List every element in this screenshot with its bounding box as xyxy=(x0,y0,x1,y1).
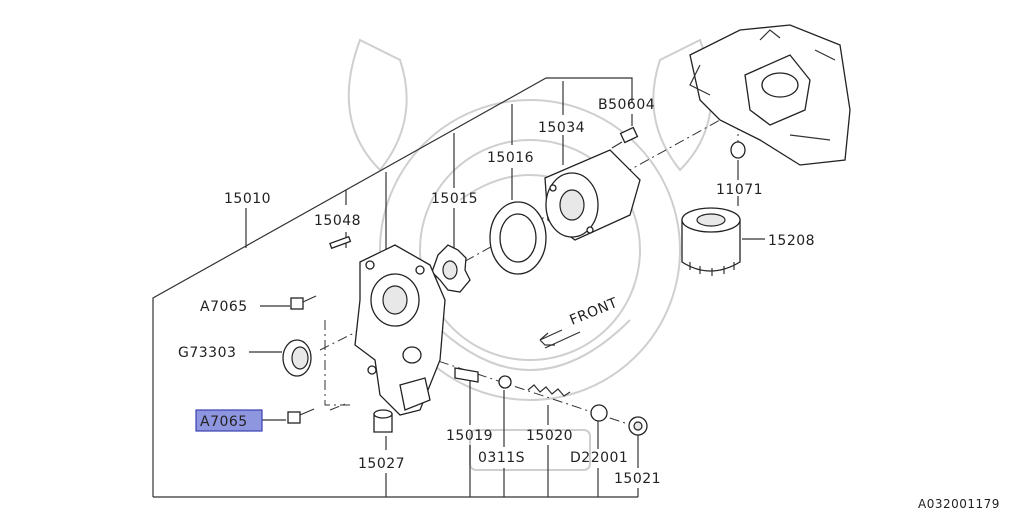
diagram-code: A032001179 xyxy=(918,497,1000,511)
relief-valve-15019 xyxy=(454,367,479,383)
callout-15020[interactable]: 15020 xyxy=(526,428,573,444)
engine-block xyxy=(689,24,851,166)
callout-15027[interactable]: 15027 xyxy=(358,456,405,472)
callout-11071[interactable]: 11071 xyxy=(716,182,763,198)
leader-lines xyxy=(152,77,765,498)
gasket-d22001 xyxy=(590,404,608,422)
callout-15034[interactable]: 15034 xyxy=(538,120,585,136)
callout-b50604[interactable]: B50604 xyxy=(598,97,655,113)
callout-15208[interactable]: 15208 xyxy=(768,233,815,249)
callout-0311s[interactable]: 0311S xyxy=(478,450,525,466)
bolt-b50604 xyxy=(611,126,639,149)
callout-15019[interactable]: 15019 xyxy=(446,428,493,444)
washer-0311s xyxy=(498,375,512,389)
outer-rotor-15016 xyxy=(489,201,547,275)
callout-15015[interactable]: 15015 xyxy=(431,191,478,207)
o-ring-11071 xyxy=(730,141,746,159)
pin-15048 xyxy=(329,235,352,250)
oil-filter-15208 xyxy=(681,207,741,276)
spring-15020 xyxy=(527,384,571,397)
callout-15021[interactable]: 15021 xyxy=(614,471,661,487)
oil-seal-g73303 xyxy=(282,339,312,377)
plug-15027 xyxy=(373,409,393,433)
callout-d22001[interactable]: D22001 xyxy=(570,450,628,466)
bolt-a7065-bottom xyxy=(287,408,315,424)
pump-cover-15034 xyxy=(544,149,641,241)
callout-15048[interactable]: 15048 xyxy=(314,213,361,229)
callout-a7065-top[interactable]: A7065 xyxy=(200,299,248,315)
bolt-a7065-top xyxy=(290,295,317,310)
highlight-box-a7065 xyxy=(195,409,263,432)
pump-body-15010 xyxy=(354,244,446,416)
plug-15021 xyxy=(628,416,648,436)
callout-g73303[interactable]: G73303 xyxy=(178,345,236,361)
callout-15016[interactable]: 15016 xyxy=(487,150,534,166)
callout-15010[interactable]: 15010 xyxy=(224,191,271,207)
inner-rotor-15015 xyxy=(431,244,471,293)
callout-a7065-bottom[interactable]: A7065 xyxy=(200,414,248,430)
